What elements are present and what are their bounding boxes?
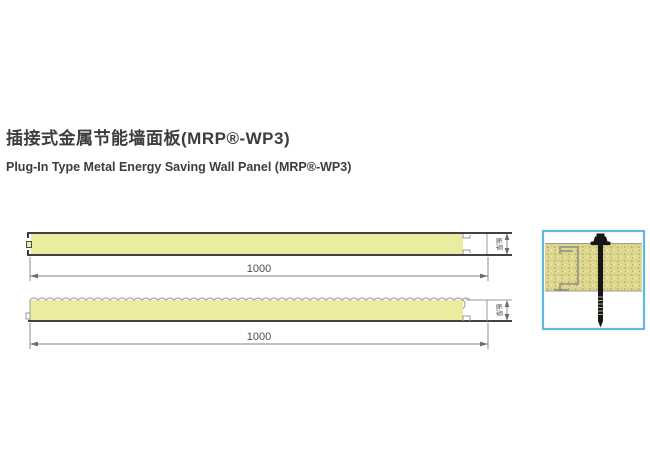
panel-1-core xyxy=(31,234,463,254)
screw-shank xyxy=(598,245,603,321)
panel-2-thickness-label: 板厚 xyxy=(495,304,504,318)
panel-1-left-tongue xyxy=(26,241,32,248)
panel2-corrugated-top xyxy=(29,297,471,301)
panel-1-width-label: 1000 xyxy=(247,263,271,275)
panel-1-bottom-sheet xyxy=(27,250,512,256)
panel-1-thickness-arrow-down xyxy=(504,248,510,255)
screw-threads xyxy=(597,296,604,315)
plug-in-joint-profile xyxy=(554,246,579,291)
screw-flange xyxy=(590,241,611,246)
panel-2-width-label: 1000 xyxy=(247,331,271,343)
panel-2-width-arrow-right xyxy=(480,341,488,347)
panel-1-top-sheet xyxy=(27,232,512,238)
panel-1-drawing: 板厚 1000 xyxy=(26,232,512,281)
panel-2-width-arrow-left xyxy=(30,341,38,347)
panel-2-left-edge xyxy=(25,300,31,321)
screw-hex-head xyxy=(593,236,608,243)
panel-1-thickness-label: 板厚 xyxy=(495,238,504,252)
page-title-zh: 插接式金属节能墙面板(MRP®-WP3) xyxy=(6,129,291,148)
panel-2-thickness-arrow-up xyxy=(504,300,510,307)
fastener-screw xyxy=(590,233,611,328)
screw-cap xyxy=(596,233,605,238)
panel-2-plug-hooks xyxy=(462,299,488,321)
joint-detail-box xyxy=(541,229,646,331)
panel-2-thickness-arrow-down xyxy=(504,314,510,321)
screw-tip xyxy=(598,321,603,328)
panel-1-width-arrow-left xyxy=(30,273,38,279)
panel-1-plug-hooks xyxy=(462,234,488,254)
panel-2-core xyxy=(30,300,463,320)
panel-2-drawing: 板厚 1000 xyxy=(25,297,512,349)
panel-1-thickness-arrow-up xyxy=(504,233,510,240)
panel-1-width-arrow-right xyxy=(480,273,488,279)
page-title-en: Plug-In Type Metal Energy Saving Wall Pa… xyxy=(6,160,352,174)
